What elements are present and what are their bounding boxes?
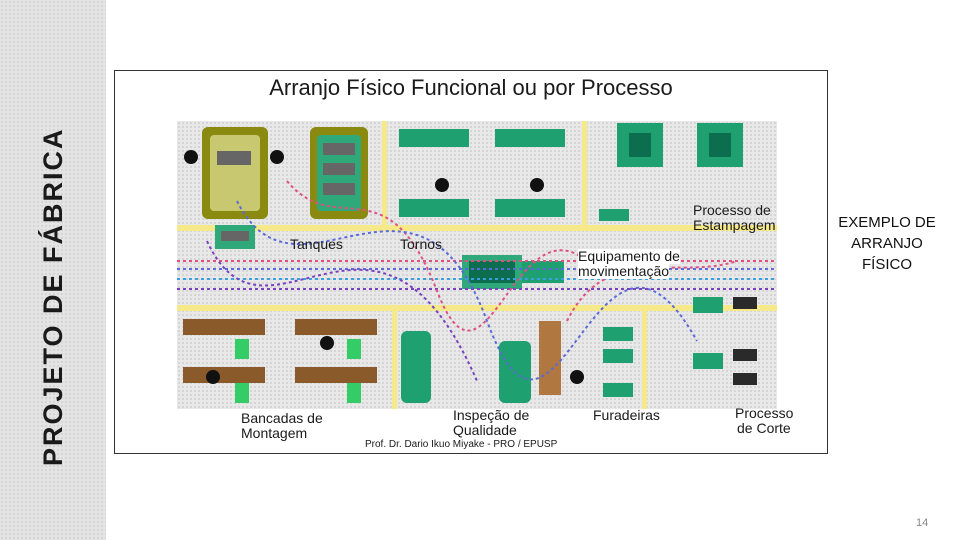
sidebar-strip bbox=[0, 0, 106, 540]
label-cutting-1: Processo bbox=[735, 405, 794, 421]
page-number: 14 bbox=[916, 517, 929, 529]
handling-equipment bbox=[462, 255, 564, 289]
figure-title: Arranjo Físico Funcional ou por Processo bbox=[269, 75, 673, 100]
label-stamping-2: Estampagem bbox=[693, 217, 776, 233]
caption-line-2: ARRANJO bbox=[851, 235, 923, 252]
label-cutting-2: de Corte bbox=[737, 420, 791, 436]
label-benches-2: Montagem bbox=[241, 425, 308, 441]
figure-credit: Prof. Dr. Dario Ikuo Miyake - PRO / EPUS… bbox=[365, 439, 558, 450]
label-inspection-2: Qualidade bbox=[453, 422, 517, 438]
drills-group bbox=[539, 321, 633, 397]
label-tanks: Tanques bbox=[290, 236, 343, 252]
stamping-presses bbox=[599, 123, 743, 221]
aisles bbox=[177, 121, 777, 409]
label-drills: Furadeiras bbox=[593, 407, 660, 423]
caption-line-3: FÍSICO bbox=[861, 256, 912, 273]
caption-line-1: EXEMPLO DE bbox=[838, 214, 936, 231]
assembly-benches bbox=[183, 319, 377, 403]
floor-plan-drawing bbox=[177, 121, 777, 409]
layout-figure: Arranjo Físico Funcional ou por Processo bbox=[114, 70, 828, 454]
label-stamping-1: Processo de bbox=[693, 202, 771, 218]
label-inspection-1: Inspeção de bbox=[453, 407, 530, 423]
label-handling-1: Equipamento de bbox=[578, 248, 680, 264]
factory-floor-plan bbox=[177, 121, 777, 409]
lathes-group bbox=[399, 129, 565, 217]
label-handling-2: movimentação bbox=[578, 263, 670, 279]
label-lathes: Tornos bbox=[400, 236, 443, 252]
tanks-group bbox=[202, 127, 368, 249]
slide-caption: EXEMPLO DE ARRANJO FÍSICO bbox=[826, 212, 948, 275]
vertical-title: PROJETO DE FÁBRICA bbox=[38, 127, 68, 466]
label-benches-1: Bancadas de bbox=[241, 410, 323, 426]
operators bbox=[184, 150, 584, 384]
cutting-machines bbox=[693, 297, 757, 385]
